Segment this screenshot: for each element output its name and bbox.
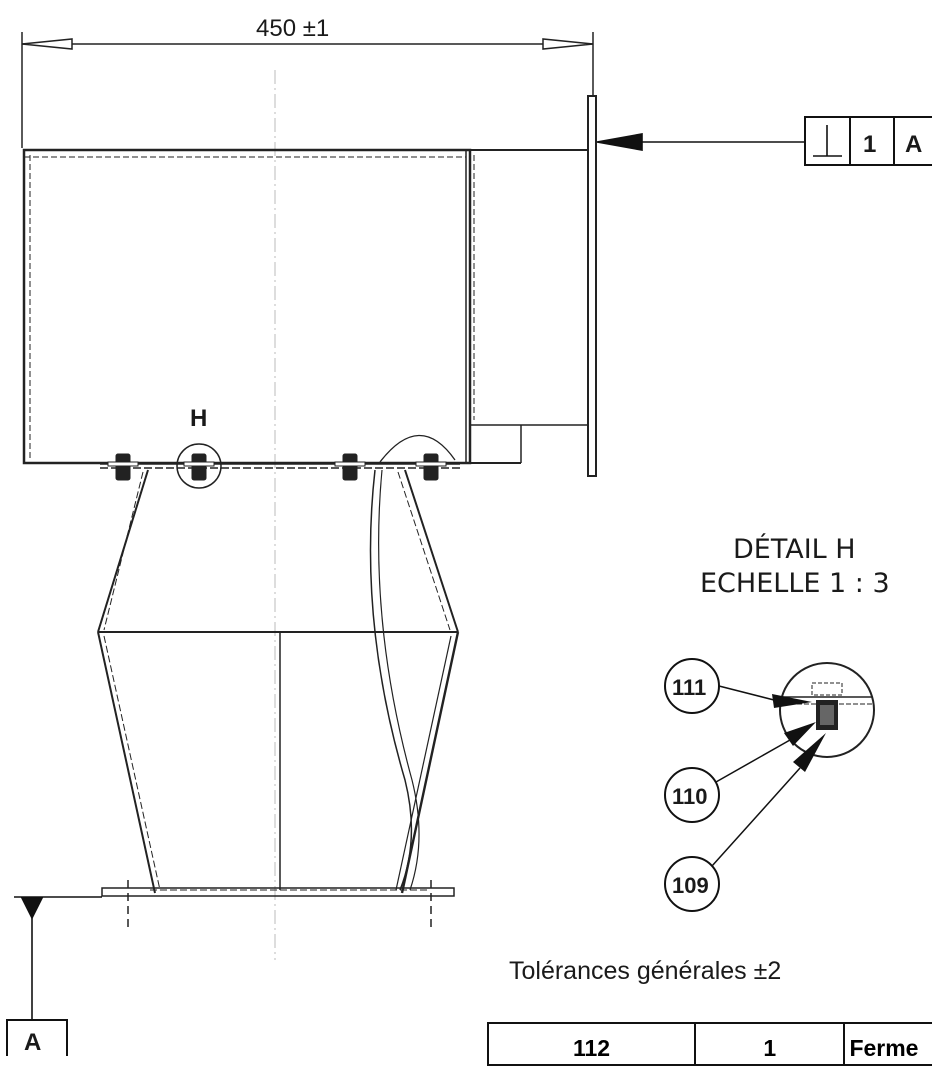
- detail-scale: ECHELLE 1 : 3: [700, 568, 890, 599]
- balloon-label-111: 111: [672, 675, 706, 700]
- datum-symbol: [14, 896, 102, 1020]
- tolerance-leader: [596, 133, 805, 151]
- general-tolerance-note: Tolérances générales ±2: [509, 957, 782, 985]
- detail-h-circle: [176, 443, 222, 489]
- detail-title: DÉTAIL H: [733, 533, 856, 565]
- quantity-cell: 1: [696, 1024, 846, 1064]
- tolerance-frame: [804, 116, 932, 166]
- transition-duct: [97, 469, 460, 894]
- part-number-cell: 112: [489, 1024, 697, 1064]
- tolerance-value: 1: [863, 131, 876, 158]
- description-cell: Ferme: [849, 1035, 919, 1061]
- perpendicularity-icon: [813, 125, 842, 157]
- balloon-111: [664, 658, 812, 714]
- balloon-label-109: 109: [672, 873, 709, 898]
- balloon-110: [664, 722, 816, 823]
- dimension-450: [21, 32, 594, 148]
- bolt-group: [107, 453, 447, 481]
- detail-arc: [379, 434, 456, 463]
- bolt-strip: [100, 463, 460, 469]
- tolerance-datum: A: [905, 131, 922, 158]
- main-housing: [22, 95, 597, 477]
- detail-marker: H: [190, 405, 207, 432]
- datum-box: [6, 1019, 68, 1056]
- dimension-label: 450 ±1: [256, 15, 329, 42]
- balloon-109: [664, 733, 826, 912]
- datum-label: A: [24, 1029, 41, 1056]
- balloon-label-110: 110: [672, 784, 708, 809]
- parts-table-row: 112 1 Ferme: [487, 1022, 932, 1066]
- base-plate: [101, 880, 455, 928]
